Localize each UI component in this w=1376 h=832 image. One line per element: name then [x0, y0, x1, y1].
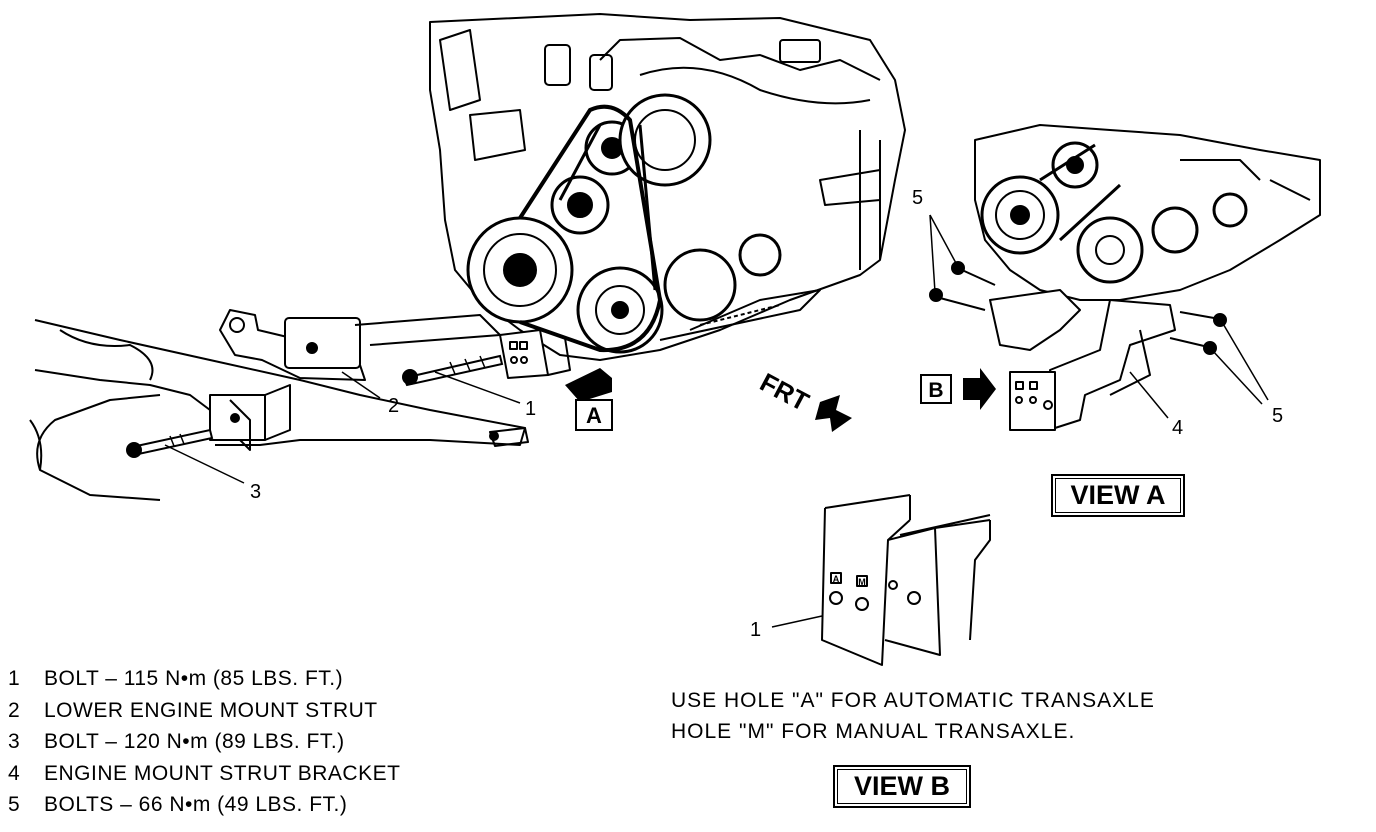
- view-b-arrow-label: B: [928, 379, 943, 402]
- legend-text: ENGINE MOUNT STRUT BRACKET: [44, 761, 401, 785]
- leader-lines: [164, 214, 1269, 628]
- parts-legend: 1 BOLT – 115 N•m (85 LBS. FT.) 2 LOWER ENG…: [8, 663, 400, 821]
- view-b-title: VIEW B: [833, 765, 971, 808]
- note-line-2: HOLE "M" FOR MANUAL TRANSAXLE.: [671, 720, 1076, 743]
- front-label: FRT: [755, 367, 814, 417]
- legend-item: 4 ENGINE MOUNT STRUT BRACKET: [8, 758, 400, 790]
- note-line-1: USE HOLE "A" FOR AUTOMATIC TRANSAXLE: [671, 689, 1155, 712]
- legend-number: 1: [8, 667, 21, 690]
- subframe-illustration: [29, 309, 529, 501]
- callout-5-right: 5: [1272, 405, 1283, 427]
- legend-text: BOLTS – 66 N•m (49 LBS. FT.): [44, 793, 348, 816]
- legend-number: 5: [8, 793, 21, 816]
- bolt-1: [402, 354, 504, 387]
- legend-item: 3 BOLT – 120 N•m (89 LBS. FT.): [8, 726, 400, 758]
- view-b-title-text: VIEW B: [853, 771, 950, 801]
- view-b-illustration: [821, 494, 991, 666]
- view-a-arrow-label: A: [586, 403, 602, 428]
- legend-item: 5 BOLTS – 66 N•m (49 LBS. FT.): [8, 789, 400, 821]
- legend-item: 1 BOLT – 115 N•m (85 LBS. FT.): [8, 663, 400, 695]
- view-a-bolts: [929, 261, 1227, 355]
- legend-text: LOWER ENGINE MOUNT STRUT: [44, 698, 378, 722]
- engine-illustration: [429, 13, 906, 379]
- bolt-3: [126, 428, 214, 458]
- view-a-illustration: [974, 124, 1321, 431]
- front-indicator: FRT: [755, 367, 852, 432]
- callout-1: 1: [525, 398, 536, 420]
- legend-number: 3: [8, 730, 21, 753]
- callout-4: 4: [1172, 417, 1183, 439]
- legend-text: BOLT – 115 N•m (85 LBS. FT.): [44, 667, 344, 690]
- transaxle-note: USE HOLE "A" FOR AUTOMATIC TRANSAXLE HOL…: [671, 685, 1155, 747]
- callout-1-view-b: 1: [750, 619, 761, 641]
- view-a-title: VIEW A: [1051, 474, 1185, 517]
- legend-number: 4: [8, 761, 21, 785]
- view-a-title-text: VIEW A: [1070, 480, 1166, 510]
- legend-item: 2 LOWER ENGINE MOUNT STRUT: [8, 695, 400, 727]
- legend-number: 2: [8, 698, 21, 722]
- bracket-hole-a-label: A: [833, 574, 840, 584]
- callout-2: 2: [388, 395, 399, 417]
- bracket-hole-m-label: M: [858, 577, 866, 587]
- view-b-arrow: B: [920, 368, 996, 410]
- callout-5-left: 5: [912, 187, 923, 209]
- view-a-arrow: A: [565, 368, 613, 431]
- callout-3: 3: [250, 481, 261, 503]
- legend-text: BOLT – 120 N•m (89 LBS. FT.): [44, 730, 345, 753]
